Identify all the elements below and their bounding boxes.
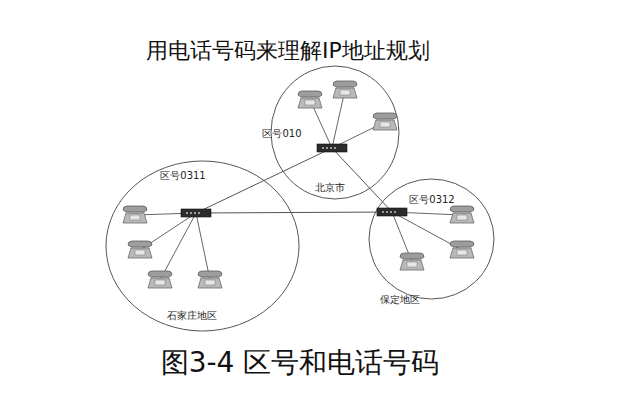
phone-wire [160,213,196,280]
phone-base [128,248,152,258]
phone-base [400,260,424,270]
switch-body [181,209,211,217]
switch-port [330,147,332,149]
region-ellipse [106,161,299,331]
phone-keypad [135,250,145,255]
telephone-icon [198,271,222,288]
area-region: 区号010北京市 [270,65,400,200]
phone-handset [450,241,474,247]
switch-port [326,147,328,149]
switch-icon [317,144,347,152]
phone-keypad [340,90,350,95]
switch-port [382,211,384,213]
phone-handset [148,271,172,277]
telephone-icon [128,241,152,258]
switch-port [186,212,188,214]
switch-port [198,212,200,214]
telephone-icon [148,271,172,288]
area-code-label: 区号010 [262,128,301,140]
phone-handset [373,113,397,119]
phone-wire [332,90,345,148]
phone-keypad [457,215,467,220]
phone-keypad [155,280,165,285]
phone-keypad [457,250,467,255]
diagram-title: 用电话号码来理解IP地址规划 [146,36,430,66]
phone-keypad [205,280,215,285]
switch-port [334,147,336,149]
area-region: 区号0312保定地区 [368,178,495,300]
telephone-icon [450,241,474,258]
phone-base [373,120,397,130]
phone-base [298,98,322,108]
phone-handset [400,253,424,259]
switch-port [390,211,392,213]
region-name: 保定地区 [380,294,420,306]
telephone-icon [400,253,424,270]
phone-keypad [380,122,390,127]
phone-base [123,213,147,223]
phone-base [450,248,474,258]
switch-port [194,212,196,214]
switch-port [322,147,324,149]
telephone-icon [298,91,322,108]
phone-handset [333,81,357,87]
phone-keypad [407,262,417,267]
switch-port [394,211,396,213]
area-code-label: 区号0312 [409,194,454,206]
phone-handset [198,271,222,277]
telephone-icon [373,113,397,130]
switch-port [190,212,192,214]
phone-keypad [130,215,140,220]
phone-base [148,278,172,288]
region-ellipse [369,179,494,299]
switch-body [377,208,407,216]
switch-icon [181,209,211,217]
phone-base [450,213,474,223]
region-name: 石家庄地区 [167,310,217,322]
telephone-icon [333,81,357,98]
phone-handset [123,206,147,212]
phone-handset [450,206,474,212]
phone-handset [298,91,322,97]
switch-port [386,211,388,213]
region-outline [105,160,300,332]
trunk-line [196,212,392,213]
phone-base [198,278,222,288]
phone-keypad [305,100,315,105]
phone-base [333,88,357,98]
area-code-label: 区号0311 [160,170,205,182]
trunk-line [332,148,392,212]
telephone-icon [450,206,474,223]
area-region: 区号0311 石家庄地区 [105,160,300,332]
region-name: 北京市 [315,182,345,194]
phone-handset [128,241,152,247]
switch-body [317,144,347,152]
switch-icon [377,208,407,216]
figure-caption: 图3-4 区号和电话号码 [161,344,440,382]
telephone-icon [123,206,147,223]
phone-wire [196,213,210,280]
